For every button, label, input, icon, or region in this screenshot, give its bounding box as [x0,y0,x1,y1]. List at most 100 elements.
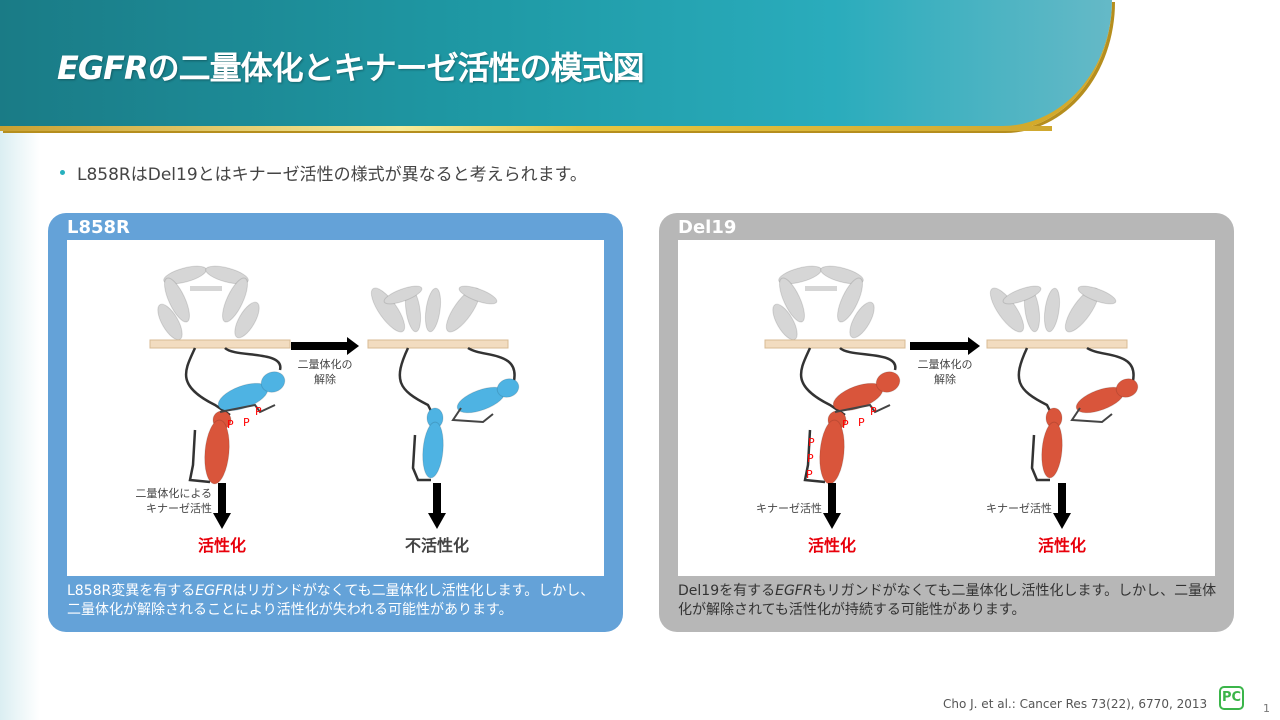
transition-arrow-head [347,337,359,355]
extracellular-domain [383,285,423,305]
down-arrow [218,483,226,515]
phospho-label: P [808,436,815,449]
panel-caption: Del19を有するEGFRもリガンドがなくても二量体化し活性化します。しかし、二… [678,582,1218,620]
kinase-domain [496,378,520,398]
title-italic: EGFR [57,49,149,87]
c-tail [1030,434,1050,482]
phospho-label: P [227,418,234,431]
extracellular-domain [1002,285,1042,305]
cell-membrane [149,339,291,349]
page-title: EGFRの二量体化とキナーゼ活性の模式図 [57,43,645,89]
cell-membrane [764,339,906,349]
down-arrow [1058,483,1066,515]
bullet-point: L858RはDel19とはキナーゼ活性の様式が異なると考えられます。 [60,160,587,185]
linker-strand [1017,347,1054,416]
arrow-label: 二量体化の [918,357,973,371]
extracellular-domain [805,286,837,291]
extracellular-domain [205,265,249,285]
kinase-domain [204,419,230,485]
kinase-domain [1041,421,1063,479]
kinase-domain [260,371,286,393]
panel-title: Del19 [678,217,737,238]
caption-italic: EGFR [195,583,233,599]
transition-arrow-head [968,337,980,355]
citation: Cho J. et al.: Cancer Res 73(22), 6770, … [943,697,1208,711]
caption-pre: L858R変異を有する [67,583,196,599]
phospho-label: P [870,405,877,418]
cell-membrane [367,339,509,349]
bullet-text: L858RはDel19とはキナーゼ活性の様式が異なると考えられます。 [77,165,587,185]
linker-strand [799,347,846,417]
caption-post: はリガンドがなくても二量体化し活性化します。しかし、二量体化が解除されることによ… [67,583,595,618]
c-tail [188,429,211,484]
extracellular-domain [837,277,863,323]
phospho-label: P [255,405,262,418]
down-arrow-head [213,513,231,529]
c-tail [834,403,891,414]
activity-label: 二量体化による [135,486,212,500]
company-logo: PC [1219,686,1244,710]
phospho-label: P [807,452,814,465]
phospho-label: P [243,416,250,429]
caption-post: もリガンドがなくても二量体化し活性化します。しかし、二量体化が解除されても活性化… [678,583,1217,618]
c-tail [411,434,431,482]
phospho-label: P [842,418,849,431]
activity-label: キナーゼ活性 [986,501,1052,515]
result-label: 活性化 [808,536,856,555]
panel-title: L858R [67,217,130,238]
result-label: 活性化 [1038,536,1086,555]
linker-strand [224,346,282,371]
c-tail [803,429,826,484]
extracellular-domain [424,287,442,333]
down-arrow-head [428,513,446,529]
kinase-domain [422,421,444,479]
down-arrow [433,483,441,515]
extracellular-domain [370,287,406,333]
down-arrow-head [823,513,841,529]
linker-strand [839,346,897,371]
extracellular-domain [222,277,248,323]
linker-strand [467,346,516,386]
extracellular-domain [849,301,875,339]
extracellular-domain [1077,285,1117,305]
extracellular-domain [989,287,1025,333]
extracellular-domain [234,301,260,339]
arrow-label: 解除 [934,372,956,386]
phospho-label: P [806,468,813,481]
extracellular-domain [779,277,805,323]
activity-label: キナーゼ活性 [146,501,212,515]
result-label: 不活性化 [405,536,469,555]
extracellular-domain [1043,287,1061,333]
c-tail [219,403,276,414]
caption-pre: Del19を有する [678,583,776,599]
extracellular-domain [772,303,798,341]
page-number: 1 [1263,702,1270,715]
arrow-label: 解除 [314,372,336,386]
arrow-label: 二量体化の [298,357,353,371]
result-label: 活性化 [198,536,246,555]
extracellular-domain [164,277,190,323]
transition-arrow [910,342,968,350]
extracellular-domain [820,265,864,285]
activity-label: キナーゼ活性 [756,501,822,515]
transition-arrow [291,342,347,350]
kinase-domain [1115,378,1139,398]
down-arrow [828,483,836,515]
linker-strand [184,347,231,417]
kinase-domain [875,371,901,393]
background-tint [0,130,40,720]
extracellular-domain [157,303,183,341]
extracellular-domain [458,285,498,305]
title-rest: の二量体化とキナーゼ活性の模式図 [147,49,645,87]
linker-strand [398,347,435,416]
caption-italic: EGFR [775,583,813,599]
linker-strand [1086,346,1135,386]
down-arrow-head [1053,513,1071,529]
cell-membrane [986,339,1128,349]
